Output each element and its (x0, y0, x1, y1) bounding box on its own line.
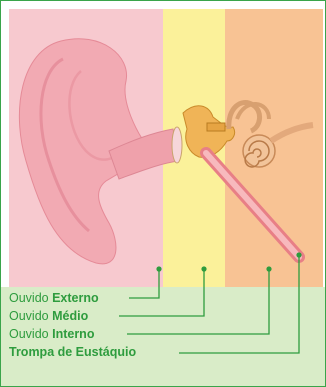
leader-inner-ear (127, 269, 269, 334)
leader-middle-ear (119, 269, 204, 316)
dot-eustachian-tube (296, 252, 301, 257)
dot-outer-ear (156, 266, 161, 271)
leader-outer-ear (129, 269, 159, 298)
dot-inner-ear (266, 266, 271, 271)
leader-eustachian-tube (179, 255, 299, 353)
dot-middle-ear (201, 266, 206, 271)
